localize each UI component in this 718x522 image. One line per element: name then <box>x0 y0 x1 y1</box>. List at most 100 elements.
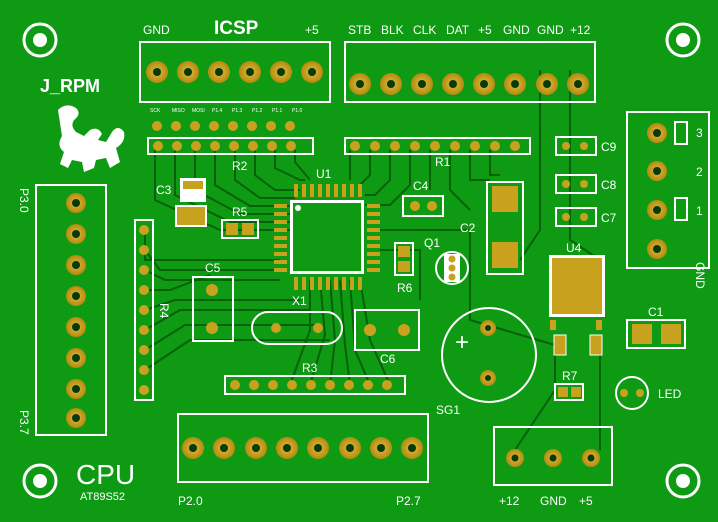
q1-transistor: Q1 <box>424 236 469 285</box>
sg1-label: SG1 <box>436 403 460 417</box>
r1-resistor-network: R1 <box>344 137 531 169</box>
r3-label: R3 <box>302 361 318 375</box>
c7-capacitor: C7 <box>555 207 617 227</box>
c6-label: C6 <box>380 352 396 366</box>
label-blk: BLK <box>381 23 404 37</box>
icsp-connector: GND ICSP +5 SCK MISO MOSI P1.4 P1.3 P1.2… <box>139 18 331 131</box>
c1-label: C1 <box>648 305 664 319</box>
board-title: CPU AT89S52 <box>76 459 135 503</box>
r1-label: R1 <box>435 155 451 169</box>
c3-capacitor: C3 <box>156 178 207 227</box>
p3-7-label: P3.7 <box>17 410 31 435</box>
label-stb: STB <box>348 23 371 37</box>
icsp-pin-sck: SCK <box>150 108 161 114</box>
c3-label: C3 <box>156 183 172 197</box>
icsp-plus5-label: +5 <box>305 23 319 37</box>
r5-resistor: R5 <box>221 205 259 239</box>
r6-label: R6 <box>397 281 413 295</box>
label-dat: DAT <box>446 23 470 37</box>
sg1-buzzer: + SG1 <box>436 307 537 417</box>
mounting-holes <box>22 22 701 499</box>
c9-capacitor: C9 <box>555 136 617 156</box>
board-name: CPU <box>76 459 135 490</box>
u1-microcontroller: U1 <box>274 167 380 290</box>
right-conn-pin-2: 2 <box>696 165 703 179</box>
board-chip: AT89S52 <box>80 491 125 503</box>
label-clk: CLK <box>413 23 436 37</box>
c4-capacitor: C4 <box>402 179 444 217</box>
display-connector: STB BLK CLK DAT +5 GND GND +12 <box>344 23 596 103</box>
p3-0-label: P3.0 <box>17 188 31 213</box>
power-label-gnd: GND <box>540 494 567 508</box>
u1-label: U1 <box>316 167 332 181</box>
q1-label: Q1 <box>424 236 440 250</box>
c8-label: C8 <box>601 178 617 192</box>
c5-label: C5 <box>205 261 221 275</box>
p2-0-label: P2.0 <box>178 494 203 508</box>
r2-label: R2 <box>232 159 248 173</box>
icsp-gnd-label: GND <box>143 23 170 37</box>
r2-resistor-network: R2 <box>147 137 314 173</box>
c8-capacitor: C8 <box>555 174 617 194</box>
r4-label: R4 <box>157 303 171 319</box>
c5-capacitor: C5 <box>192 261 234 342</box>
icsp-pin-p14: P1.4 <box>212 108 223 114</box>
icsp-pin-mosi: MOSI <box>192 108 205 114</box>
display-conn-pads <box>349 73 589 95</box>
x1-crystal: X1 <box>251 294 343 345</box>
r7-resistor: R7 <box>554 369 584 401</box>
p3-connector: P3.0 P3.7 <box>17 184 107 436</box>
p3-pads <box>66 193 86 428</box>
icsp-pin-p12: P1.2 <box>252 108 263 114</box>
r6-resistor: R6 <box>394 242 414 295</box>
label-gnd-1: GND <box>503 23 530 37</box>
mounting-hole-bottom-right <box>665 463 701 499</box>
icsp-header-pads <box>152 121 295 131</box>
label-plus5: +5 <box>478 23 492 37</box>
power-label-plus12: +12 <box>499 494 520 508</box>
r4-resistor-network: R4 <box>134 219 171 401</box>
r5-label: R5 <box>232 205 248 219</box>
c6-capacitor: C6 <box>354 309 420 366</box>
right-connector: 3 2 1 GND <box>626 111 710 289</box>
u4-label: U4 <box>566 241 582 255</box>
u4-regulator: U4 <box>549 241 605 330</box>
j-rpm-label: J_RPM <box>40 76 100 96</box>
c2-capacitor: C2 <box>460 181 524 275</box>
p2-7-label: P2.7 <box>396 494 421 508</box>
icsp-pin-p13: P1.3 <box>232 108 243 114</box>
mounting-hole-bottom-left <box>22 463 58 499</box>
led-indicator: LED <box>615 376 682 410</box>
icsp-pads <box>146 61 323 83</box>
mounting-hole-top-right <box>665 22 701 58</box>
c7-label: C7 <box>601 211 617 225</box>
mascot-logo-image <box>58 105 125 172</box>
display-conn-labels: STB BLK CLK DAT +5 GND GND +12 <box>348 23 591 37</box>
p2-pads <box>182 437 423 459</box>
right-conn-pin-1: 1 <box>696 204 703 218</box>
c9-label: C9 <box>601 140 617 154</box>
u4-output-pads <box>553 334 603 356</box>
right-conn-pin-3: 3 <box>696 126 703 140</box>
right-conn-gnd: GND <box>693 262 707 289</box>
power-label-plus5: +5 <box>579 494 593 508</box>
label-gnd-2: GND <box>537 23 564 37</box>
p2-connector: P2.0 P2.7 <box>177 413 429 508</box>
icsp-pin-labels: SCK MISO MOSI P1.4 P1.3 P1.2 P1.1 P1.0 <box>150 108 303 114</box>
icsp-title: ICSP <box>214 18 259 39</box>
sg1-polarity-plus: + <box>455 329 469 356</box>
power-connector: +12 GND +5 <box>493 426 613 508</box>
icsp-pin-p10: P1.0 <box>292 108 303 114</box>
led-label: LED <box>658 387 682 401</box>
c2-label: C2 <box>460 221 476 235</box>
r3-resistor-network: R3 <box>224 361 406 395</box>
c1-capacitor: C1 <box>626 305 686 349</box>
x1-label: X1 <box>292 294 307 308</box>
mounting-hole-top-left <box>22 22 58 58</box>
icsp-pin-p11: P1.1 <box>272 108 283 114</box>
label-plus12: +12 <box>570 23 591 37</box>
c4-label: C4 <box>413 179 429 193</box>
r7-label: R7 <box>562 369 578 383</box>
